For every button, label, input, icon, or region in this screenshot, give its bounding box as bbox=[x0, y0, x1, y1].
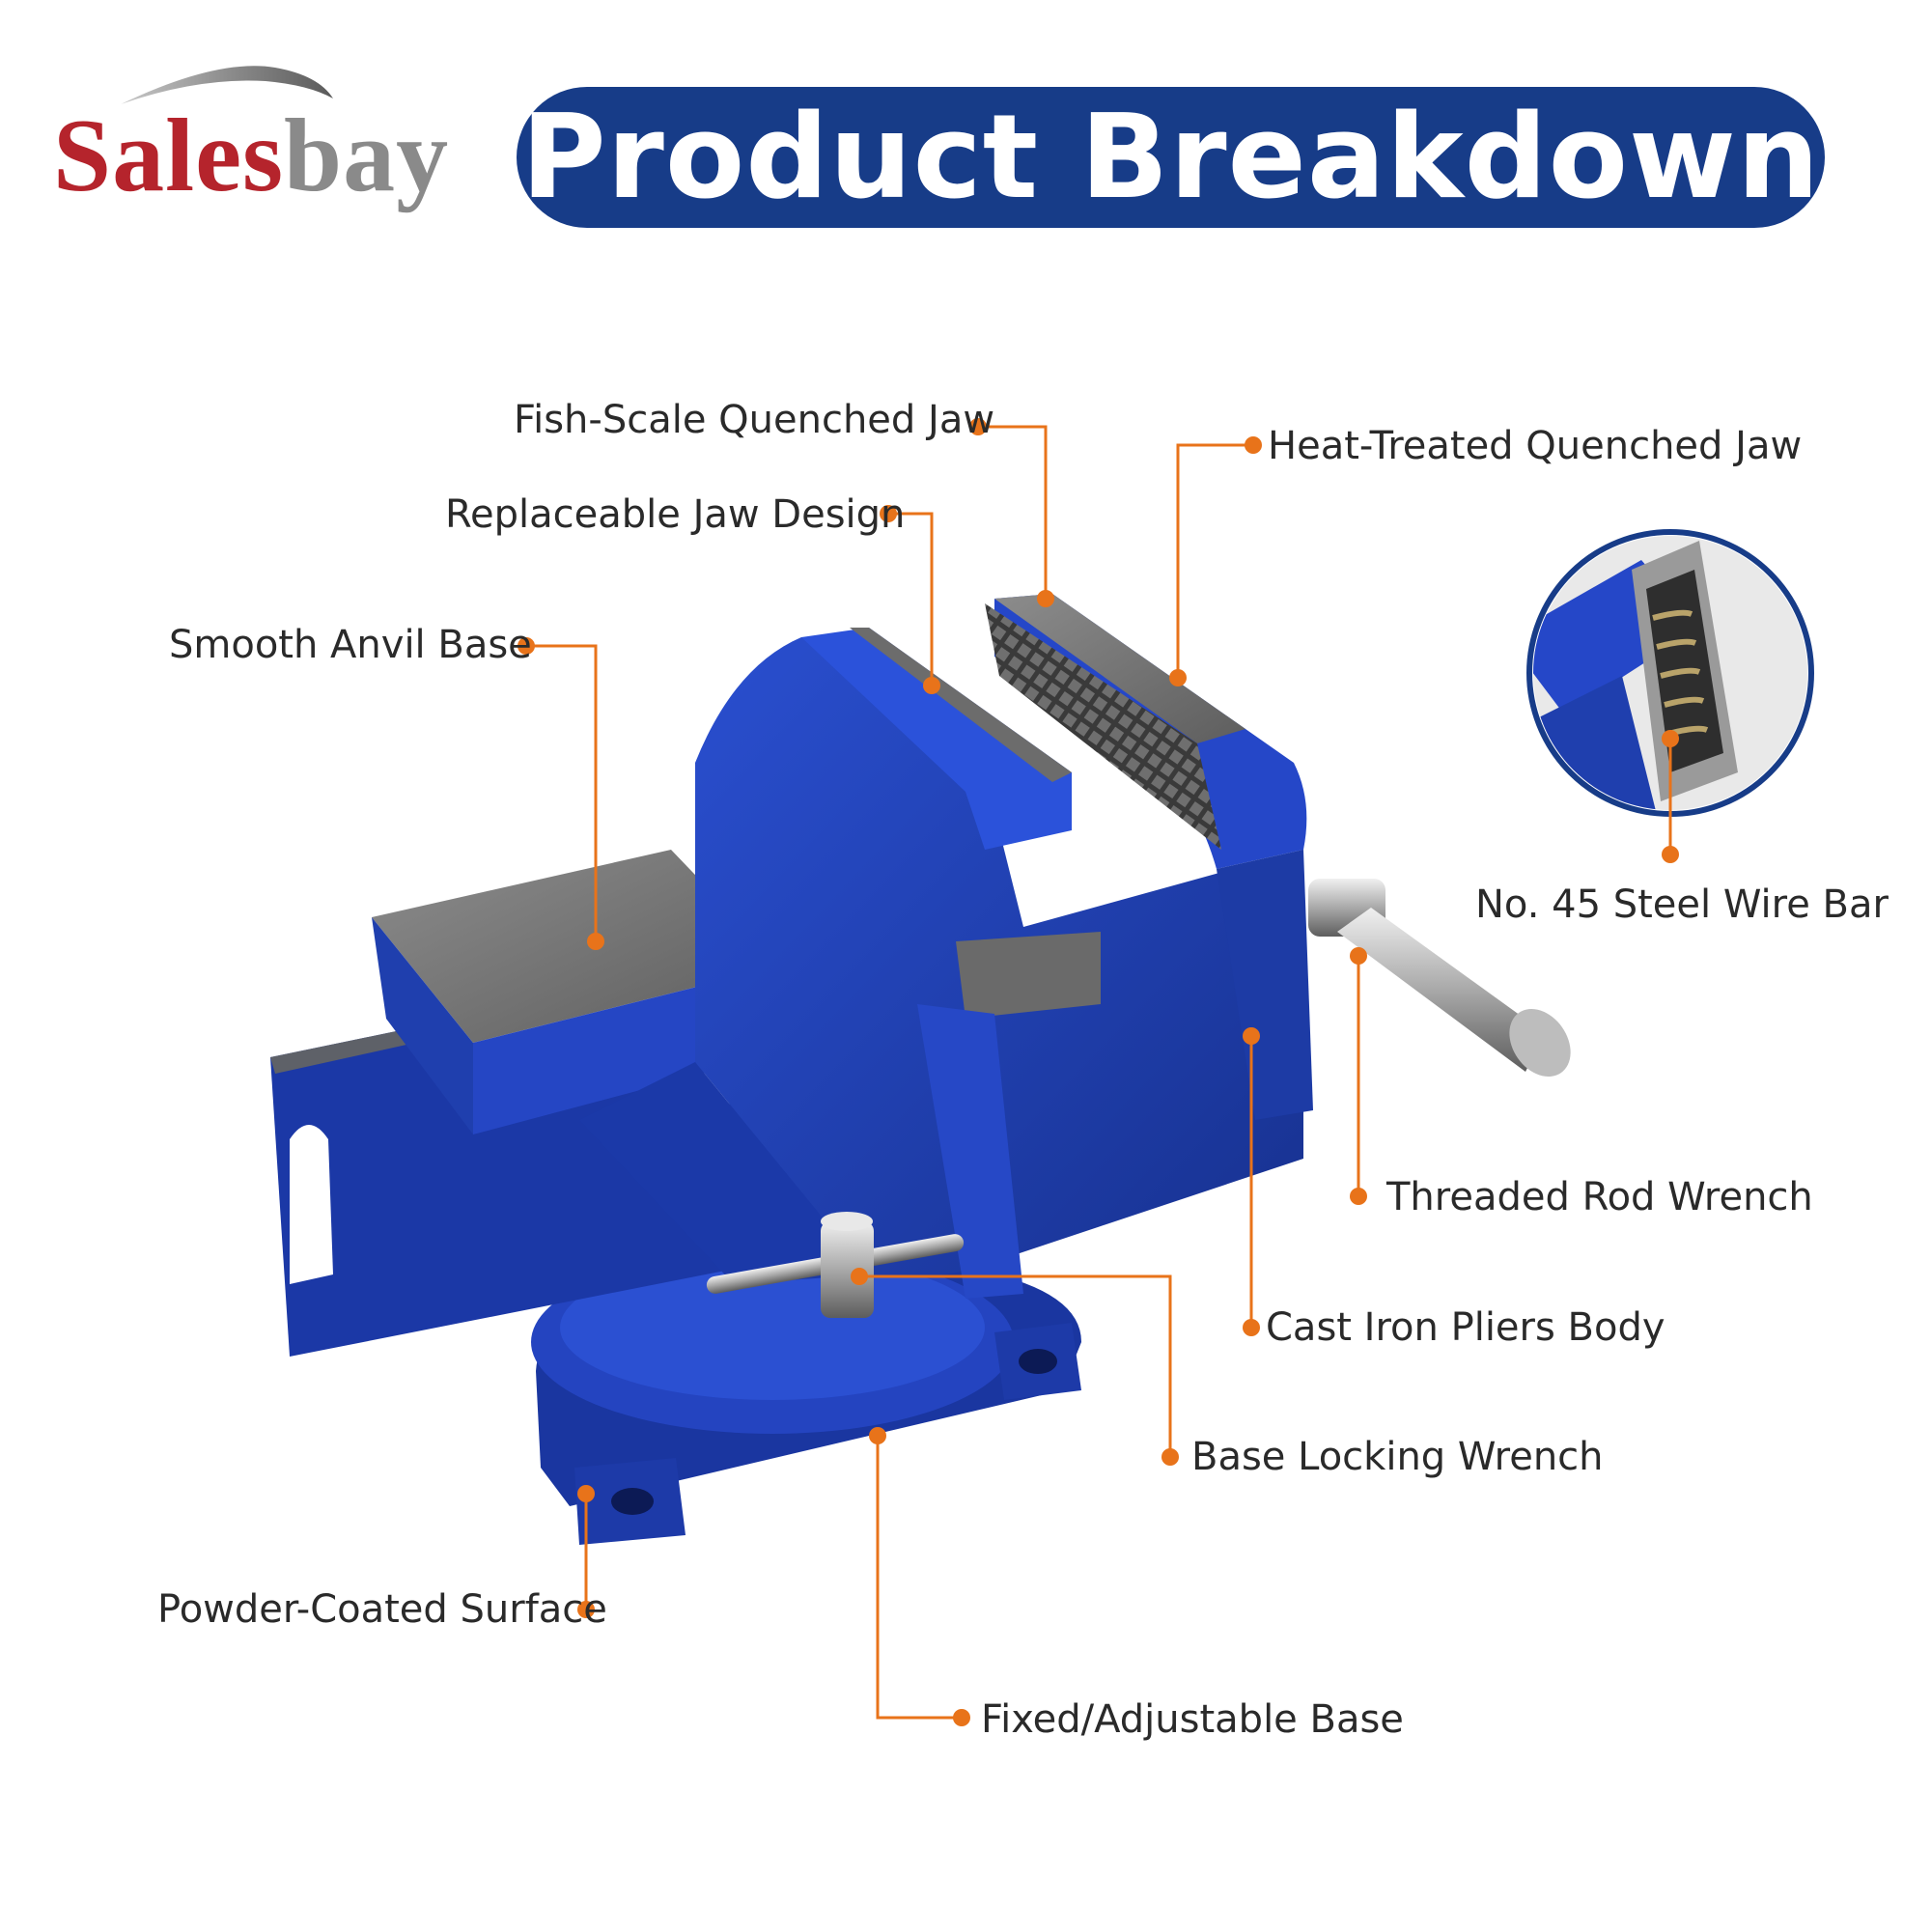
dot-powder-target bbox=[577, 1485, 595, 1502]
page-title: Product Breakdown bbox=[520, 90, 1821, 225]
label-fish-scale-jaw: Fish-Scale Quenched Jaw bbox=[514, 398, 995, 442]
logo-swoosh bbox=[121, 66, 333, 104]
dot-cast-iron-target bbox=[1243, 1027, 1260, 1045]
callout-lines bbox=[526, 425, 1672, 1720]
dot-replaceable-target bbox=[923, 677, 940, 694]
swivel-base bbox=[531, 1250, 1081, 1545]
label-powder-coated-surface: Powder-Coated Surface bbox=[157, 1587, 607, 1632]
vise-body bbox=[579, 628, 1303, 1299]
dot-locking bbox=[1161, 1448, 1179, 1466]
dot-replaceable bbox=[880, 505, 897, 522]
label-replaceable-jaw: Replaceable Jaw Design bbox=[445, 492, 906, 537]
movable-jaw bbox=[985, 594, 1313, 1120]
brand-logo: Salesbay bbox=[53, 58, 478, 251]
dot-steel-wire-target bbox=[1662, 730, 1679, 747]
screw-handle bbox=[1308, 879, 1571, 1078]
dot-fish-scale bbox=[969, 418, 987, 435]
dot-base-target bbox=[869, 1427, 886, 1444]
detail-inset bbox=[1526, 529, 1814, 817]
dot-heat-treated bbox=[1245, 436, 1262, 454]
dot-threaded-rod-target bbox=[1350, 947, 1367, 965]
dot-cast-iron bbox=[1243, 1319, 1260, 1336]
brand-name-part2: bay bbox=[284, 98, 450, 213]
dot-base bbox=[953, 1709, 970, 1726]
label-fixed-adjustable-base: Fixed/Adjustable Base bbox=[981, 1697, 1404, 1742]
title-banner: Product Breakdown bbox=[517, 87, 1825, 228]
dot-smooth-anvil-target bbox=[587, 933, 604, 950]
dot-steel-wire bbox=[1662, 846, 1679, 863]
brand-name: Salesbay bbox=[53, 97, 449, 216]
label-smooth-anvil-base: Smooth Anvil Base bbox=[169, 623, 532, 667]
dot-fish-scale-target bbox=[1037, 590, 1054, 607]
label-steel-wire-bar: No. 45 Steel Wire Bar bbox=[1475, 882, 1889, 927]
brand-name-part1: Sales bbox=[53, 98, 285, 213]
dot-threaded-rod bbox=[1350, 1188, 1367, 1205]
label-base-locking-wrench: Base Locking Wrench bbox=[1191, 1435, 1604, 1479]
locking-pin bbox=[706, 1212, 965, 1318]
dot-smooth-anvil bbox=[518, 637, 535, 655]
label-cast-iron-body: Cast Iron Pliers Body bbox=[1266, 1305, 1665, 1350]
callout-dots bbox=[518, 418, 1679, 1726]
label-heat-treated-jaw: Heat-Treated Quenched Jaw bbox=[1268, 424, 1803, 468]
dot-heat-treated-target bbox=[1169, 669, 1187, 686]
label-threaded-rod-wrench: Threaded Rod Wrench bbox=[1386, 1175, 1813, 1219]
dot-locking-target bbox=[851, 1268, 868, 1285]
dot-powder bbox=[577, 1601, 595, 1618]
